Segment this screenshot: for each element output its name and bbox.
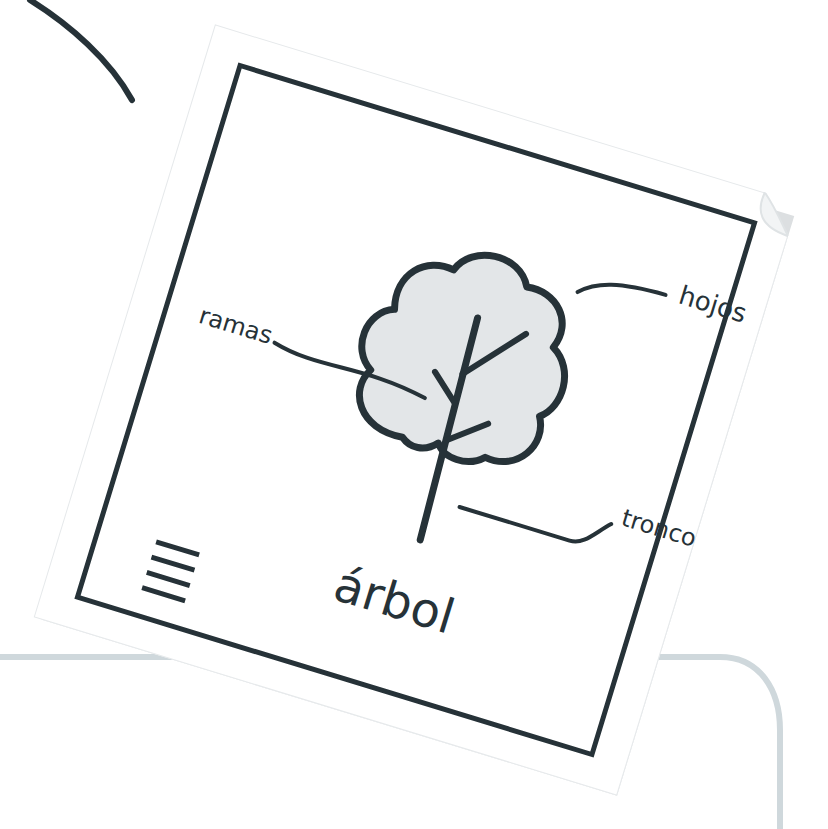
card: ramashojostroncoárbol <box>34 24 799 795</box>
decor-curve <box>30 0 132 100</box>
inner-border <box>77 65 754 754</box>
card-paper <box>34 24 799 795</box>
menu-icon <box>142 542 199 601</box>
leader-line <box>460 480 612 551</box>
folded-corner <box>754 192 798 236</box>
card-drawing <box>34 24 799 795</box>
leader-line <box>578 270 666 317</box>
tree-branches <box>417 312 526 454</box>
leader-line <box>272 343 428 398</box>
